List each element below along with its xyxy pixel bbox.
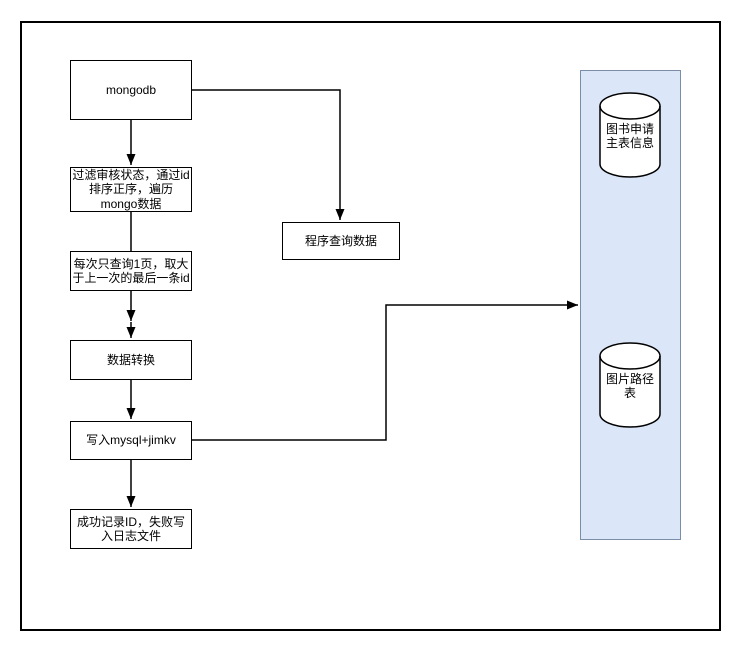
node-write-mysql-jimkv: 写入mysql+jimkv — [70, 421, 192, 460]
node-mongodb: mongodb — [70, 60, 192, 120]
node-log-result: 成功记录ID，失败写 入日志文件 — [70, 509, 192, 549]
datastore-image-path-table: 图片路径 表 — [599, 342, 661, 428]
datastore-label: 图书申请 主表信息 — [605, 122, 654, 151]
node-data-transform: 数据转换 — [70, 340, 192, 380]
node-filter-sort: 过滤审核状态，通过id 排序正序，遍历 mongo数据 — [70, 167, 192, 212]
database-cylinder-icon — [599, 342, 661, 428]
datastore-panel: 图书申请 主表信息 图片路径 表 — [580, 70, 681, 540]
datastore-book-request-main-table: 图书申请 主表信息 — [599, 92, 661, 178]
datastore-label: 图片路径 表 — [605, 372, 654, 401]
database-cylinder-icon — [599, 92, 661, 178]
node-program-query: 程序查询数据 — [282, 222, 400, 260]
node-paginate-query: 每次只查询1页，取大 于上一次的最后一条id — [70, 251, 192, 291]
